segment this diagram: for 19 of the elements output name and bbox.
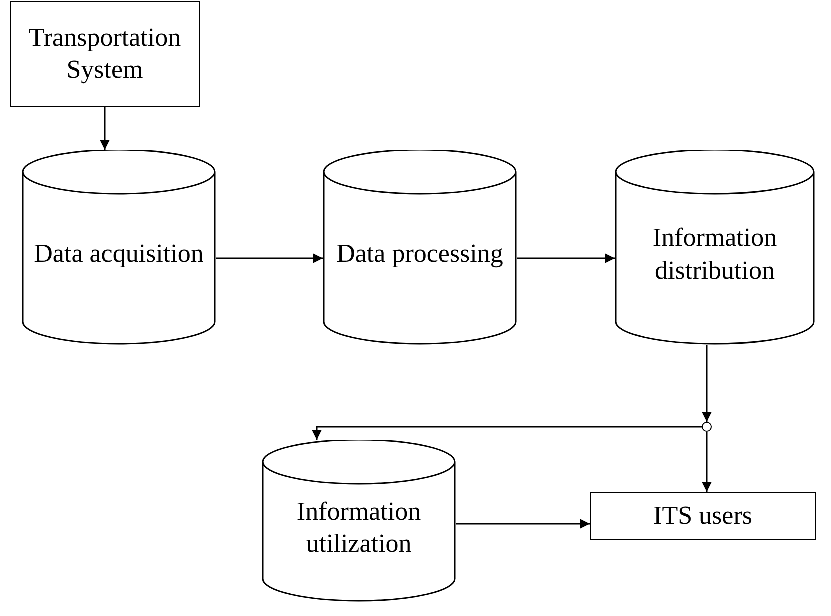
node-label: Data acquisition (34, 238, 204, 270)
arrow (100, 107, 110, 150)
node-label: Data processing (336, 238, 504, 270)
cylinder-shape (262, 440, 456, 602)
arrow (702, 345, 712, 422)
arrow (702, 432, 712, 492)
arrow (216, 254, 323, 264)
cylinder-shape (615, 150, 815, 345)
node-label: Transportation System (28, 22, 182, 86)
arrow (456, 519, 590, 529)
arrow (312, 426, 702, 440)
process-box (590, 492, 816, 540)
cylinder-shape (323, 150, 517, 345)
arrow (517, 254, 615, 264)
cylinder-shape (22, 150, 216, 345)
node-label: Information distribution (652, 222, 778, 286)
process-box (10, 1, 200, 107)
node-label: ITS users (654, 500, 752, 532)
node-label: Information utilization (296, 496, 422, 560)
